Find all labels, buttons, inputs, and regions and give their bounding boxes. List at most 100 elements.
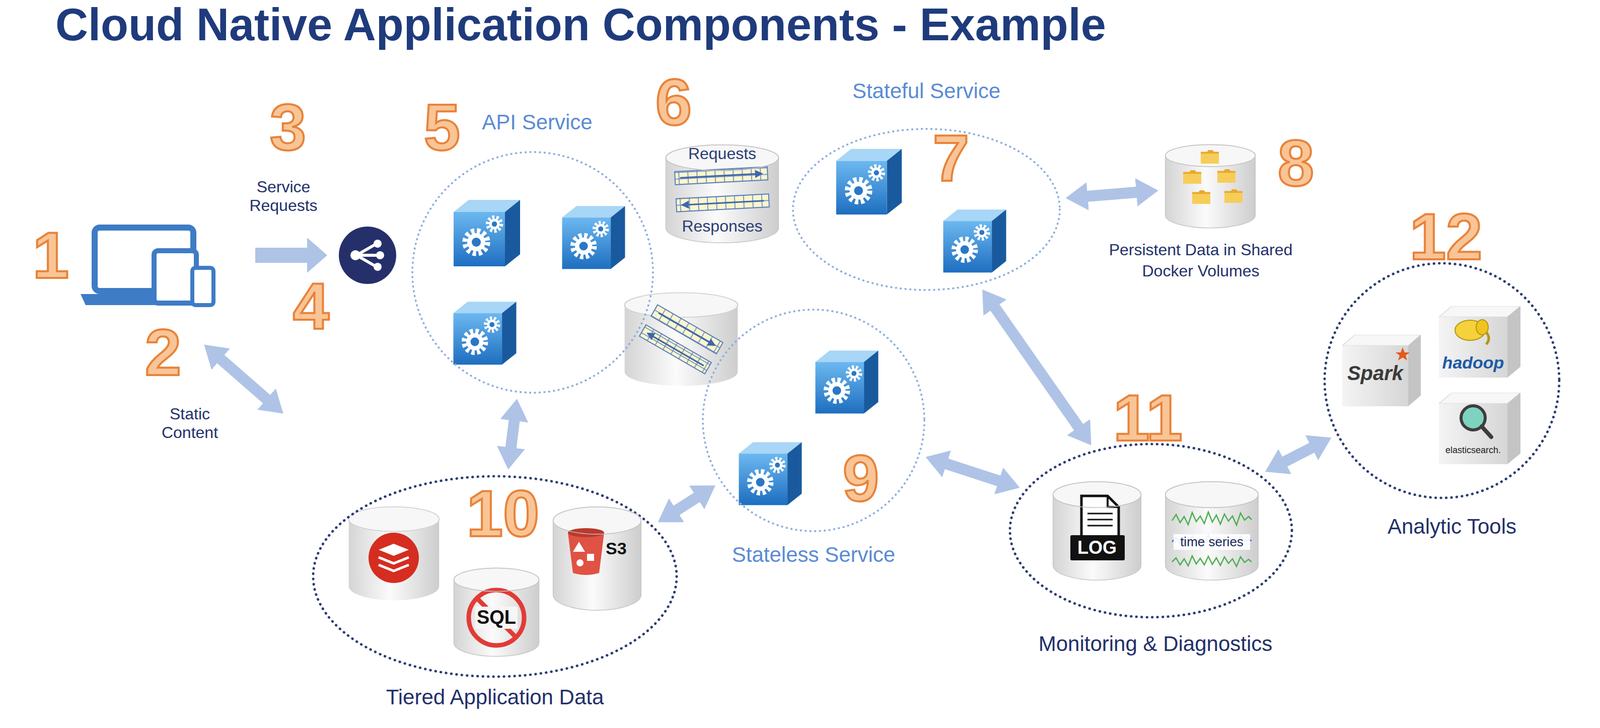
client-devices [192, 267, 214, 306]
queue-label: Responses [663, 216, 781, 236]
volume-cylinder [1200, 150, 1219, 164]
group-label: Analytic Tools [1366, 514, 1538, 540]
request-queue [639, 304, 723, 374]
container-icon [739, 442, 803, 505]
box-outline [1438, 306, 1521, 378]
cylinder-outline [454, 567, 540, 657]
group-label: Monitoring & Diagnostics [1006, 631, 1304, 657]
diagram-title: Cloud Native Application Components - Ex… [55, 1, 1107, 49]
tool-logo [1438, 306, 1521, 378]
tool-group: Monitoring & Diagnostics LOG time series [1006, 444, 1304, 666]
callout-number: 4 [293, 273, 330, 339]
nosql-store [468, 590, 525, 646]
s3-store [553, 506, 642, 611]
client-devices [80, 227, 214, 306]
s3-store [567, 528, 605, 538]
volume-label: Persistent Data in Shared Docker Volumes [1092, 239, 1309, 282]
s3-store [576, 559, 584, 567]
redis-store [378, 564, 409, 571]
node-outline [702, 309, 925, 572]
dotted-boundary [702, 309, 925, 532]
flow-arrow [1283, 447, 1313, 462]
time-series-store [1172, 555, 1252, 567]
load-balancer [373, 262, 382, 271]
tool-logo [1486, 332, 1489, 345]
redis-store [348, 506, 440, 601]
request-queue [674, 166, 770, 212]
callout-number: 7 [932, 125, 970, 191]
log-store [1107, 495, 1119, 507]
callout-number: 1 [32, 222, 69, 288]
container-icon [836, 149, 902, 215]
flow-arrow [994, 306, 1079, 428]
logo-text: hadoop [1438, 352, 1508, 374]
nosql-store [454, 567, 540, 657]
redis-store [378, 557, 409, 564]
time-series-store [1172, 512, 1252, 526]
flow-arrow [1086, 192, 1137, 197]
store-label: S3 [605, 538, 638, 559]
callout-number: 6 [655, 69, 692, 135]
node-outline [1324, 263, 1560, 546]
cylinder-outline [1165, 144, 1256, 229]
load-balancer [350, 250, 361, 261]
logo-text: elasticsearch. [1438, 445, 1508, 457]
static-content-arrow [220, 358, 268, 400]
volume-cylinder [1192, 190, 1211, 204]
s3-store [587, 553, 595, 561]
message-queue: RequestsResponses [663, 140, 781, 247]
logo-box: hadoop [1438, 306, 1521, 378]
request-arrow [255, 237, 328, 273]
log-store [1087, 519, 1113, 521]
data-cylinder: SQL [452, 566, 541, 659]
volume-cylinder [1224, 189, 1243, 203]
dotted-boundary [1324, 263, 1560, 498]
time-series-store [1165, 481, 1259, 581]
tool-logo [1342, 306, 1521, 465]
node-outline [551, 504, 643, 613]
callout-number: 10 [466, 480, 540, 547]
tool-logo [1342, 334, 1421, 407]
dotted-boundary [313, 476, 677, 677]
load-balancer [338, 226, 397, 284]
flow-arrow [945, 463, 1000, 482]
request-queue [676, 193, 770, 212]
tool-logo [1481, 426, 1492, 438]
dotted-boundary [412, 152, 653, 393]
redis-store [348, 506, 440, 601]
callout-number: 9 [842, 445, 880, 512]
logo-box: elasticsearch. [1438, 392, 1521, 465]
service-cluster: Stateless Service [702, 309, 925, 572]
load-balancer [376, 251, 385, 260]
group-label: Tiered Application Data [363, 684, 627, 710]
redis-store [368, 532, 419, 584]
data-cylinder: time series [1163, 479, 1261, 583]
volume-cylinder [1165, 144, 1256, 229]
time-series-store [1165, 481, 1259, 581]
cylinder-outline [553, 506, 642, 611]
data-cylinder: S3 [551, 504, 643, 613]
nosql-store [454, 567, 540, 657]
load-balancer [373, 239, 382, 248]
cluster-heading: Stateful Service [838, 78, 1015, 104]
flow-arrow [511, 419, 515, 449]
dotted-boundary [792, 128, 1060, 290]
callout-number: 2 [144, 319, 182, 386]
callout-number: 3 [269, 94, 307, 161]
request-queue [639, 324, 712, 375]
request-queue [624, 292, 739, 386]
log-store [1053, 481, 1142, 581]
store-label: time series [1173, 534, 1251, 550]
node-outline [1163, 479, 1261, 583]
volume-cylinder [1165, 144, 1256, 229]
container-icon [453, 149, 1007, 505]
request-queue [674, 166, 768, 185]
cylinder-outline [1053, 481, 1142, 581]
volume-cylinder [1183, 170, 1202, 184]
callout-number: 8 [1277, 130, 1315, 196]
flow-arrow [675, 496, 698, 512]
data-cylinder: LOG [1051, 479, 1143, 583]
cluster-heading: API Service [471, 109, 603, 135]
tool-logo [1395, 347, 1410, 361]
